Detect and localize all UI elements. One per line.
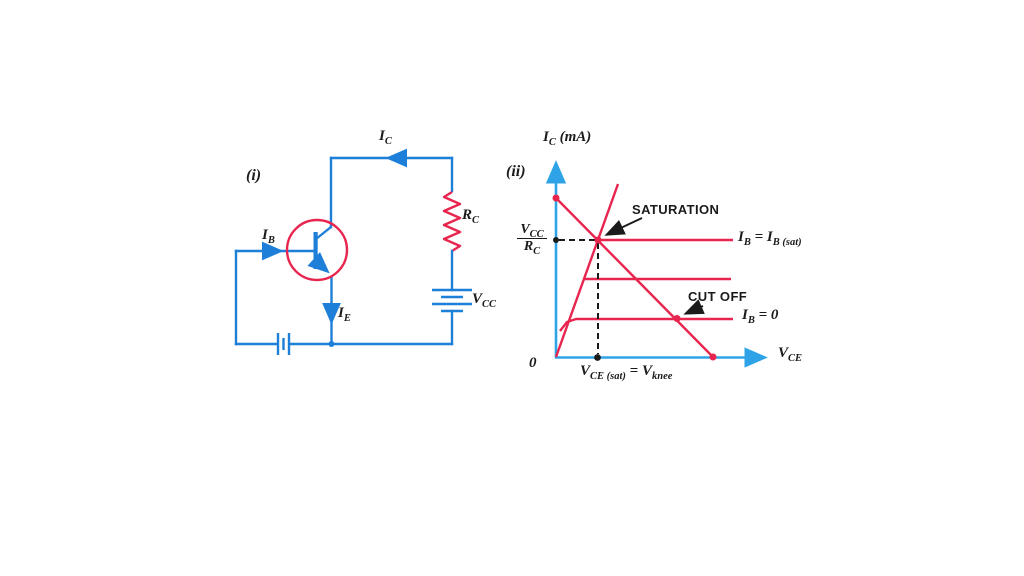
transistor-collector-lead bbox=[315, 226, 332, 240]
rc-resistor-zigzag bbox=[442, 190, 462, 253]
ic-label: IC bbox=[379, 128, 392, 147]
ib-zero-curve-label: IB = 0 bbox=[742, 307, 779, 326]
cutoff-label: CUT OFF bbox=[688, 289, 748, 304]
saturation-line bbox=[554, 183, 620, 358]
origin-label: 0 bbox=[529, 355, 537, 371]
ie-label: IE bbox=[338, 305, 351, 324]
transistor-circle bbox=[285, 218, 349, 282]
panel-label-ii: (ii) bbox=[506, 163, 526, 180]
transistor-emitter-lead bbox=[307, 251, 330, 274]
output-characteristics-graph bbox=[545, 160, 768, 368]
saturation-label: SATURATION bbox=[632, 202, 720, 217]
dc-load-line bbox=[555, 197, 714, 358]
circuit-diagram bbox=[234, 148, 472, 355]
emitter-junction-dot bbox=[328, 341, 335, 347]
saturation-point-dot bbox=[594, 236, 602, 244]
vcc-over-rc-label: VCC RC bbox=[511, 220, 553, 257]
load-line-bottom-dot bbox=[709, 353, 717, 361]
vcc-over-rc-denominator: RC bbox=[523, 239, 541, 257]
cutoff-arrow bbox=[683, 299, 705, 315]
vcc-rc-axis-dot bbox=[553, 237, 559, 243]
y-axis-label: IC (mA) bbox=[543, 129, 592, 148]
ib-sat-curve-label: IB = IB (sat) bbox=[738, 229, 802, 248]
base-battery bbox=[276, 333, 291, 355]
saturation-arrow bbox=[604, 217, 643, 236]
rc-label: RC bbox=[462, 207, 480, 226]
cutoff-point-dot bbox=[673, 315, 681, 322]
ib-label: IB bbox=[262, 227, 275, 246]
curve-ib-zero bbox=[559, 317, 733, 332]
vce-sat-knee-label: VCE (sat) = Vknee bbox=[580, 363, 673, 382]
vcc-label: VCC bbox=[472, 291, 497, 310]
load-line-top-dot bbox=[552, 194, 560, 202]
x-axis-label: VCE bbox=[778, 345, 803, 364]
transistor-base-bar bbox=[313, 232, 318, 269]
vce-sat-axis-dot bbox=[594, 354, 601, 361]
panel-label-i: (i) bbox=[246, 167, 262, 184]
vcc-battery bbox=[432, 288, 472, 313]
vcc-over-rc-numerator: VCC bbox=[517, 222, 547, 240]
